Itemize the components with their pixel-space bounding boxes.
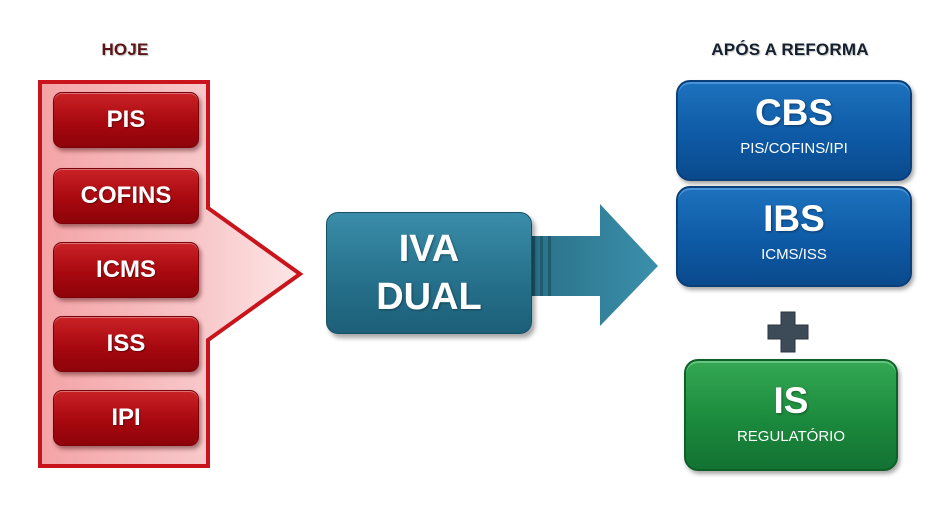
ibs-subtitle: ICMS/ISS bbox=[761, 246, 827, 263]
iva-dual-box: IVA DUAL bbox=[326, 212, 532, 334]
transition-arrow bbox=[522, 204, 658, 326]
plus-icon bbox=[767, 311, 809, 353]
tax-item-cofins: COFINS bbox=[53, 168, 199, 224]
cbs-title: CBS bbox=[754, 92, 834, 133]
iva-line1: IVA bbox=[398, 228, 460, 270]
tax-item-ipi: IPI bbox=[53, 390, 199, 446]
cbs-box: CBS PIS/COFINS/IPI bbox=[676, 80, 912, 181]
is-subtitle: REGULATÓRIO bbox=[736, 428, 846, 445]
is-title: IS bbox=[773, 380, 809, 421]
tax-item-icms: ICMS bbox=[53, 242, 199, 298]
iva-line2: DUAL bbox=[376, 276, 482, 318]
heading-after-reform: APÓS A REFORMA bbox=[711, 40, 869, 59]
ibs-title: IBS bbox=[763, 198, 825, 239]
tax-item-iss: ISS bbox=[53, 316, 199, 372]
is-box: IS REGULATÓRIO bbox=[684, 359, 898, 471]
tax-item-pis: PIS bbox=[53, 92, 199, 148]
cbs-subtitle: PIS/COFINS/IPI bbox=[740, 140, 848, 157]
heading-today: HOJE bbox=[101, 40, 149, 59]
ibs-box: IBS ICMS/ISS bbox=[676, 186, 912, 287]
